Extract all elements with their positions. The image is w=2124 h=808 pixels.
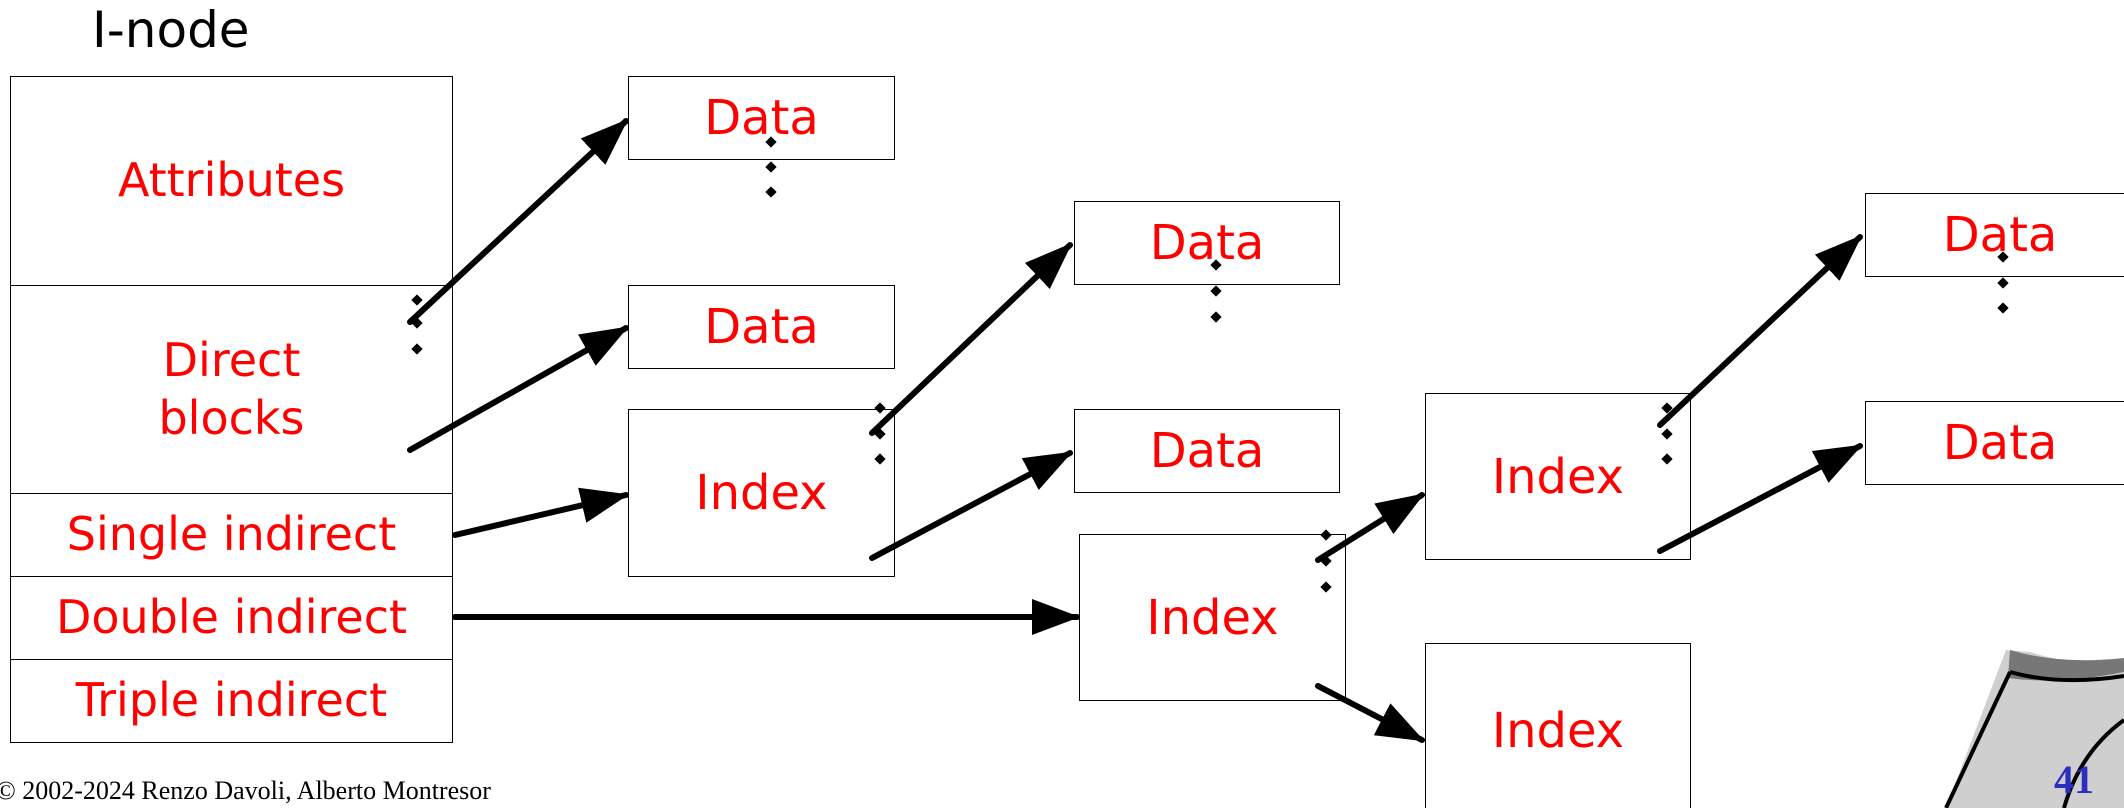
pointer-arrow bbox=[1657, 234, 1863, 428]
pointer-arrow bbox=[407, 118, 629, 325]
pointer-arrow bbox=[407, 325, 629, 453]
ellipsis-dots bbox=[1997, 251, 2009, 314]
pointer-arrow bbox=[869, 450, 1073, 561]
ellipsis-dots bbox=[1210, 259, 1222, 323]
copyright-footer: © 2002-2024 Renzo Davoli, Alberto Montre… bbox=[0, 776, 491, 805]
pointer-arrow bbox=[1315, 492, 1425, 563]
ellipsis-dots bbox=[411, 294, 423, 355]
index-block: Index bbox=[1425, 393, 1691, 560]
data-block: Data bbox=[1865, 193, 2124, 277]
page-number: 41 bbox=[2054, 757, 2094, 802]
pointer-arrow bbox=[1657, 443, 1863, 554]
ellipsis-dots bbox=[765, 136, 777, 198]
ellipsis-dots bbox=[874, 402, 886, 465]
inode-attributes-cell: Attributes bbox=[10, 76, 453, 286]
index-block: Index bbox=[1425, 643, 1691, 808]
pointer-arrow bbox=[1315, 683, 1425, 743]
diagram-title: I-node bbox=[92, 1, 250, 59]
data-block: Data bbox=[628, 76, 895, 160]
ellipsis-dots bbox=[1661, 402, 1673, 465]
data-block: Data bbox=[628, 285, 895, 369]
data-block: Data bbox=[1074, 201, 1340, 285]
inode-direct-blocks-cell: Direct blocks bbox=[10, 285, 453, 494]
data-block: Data bbox=[1865, 401, 2124, 485]
pointer-arrow bbox=[452, 487, 629, 538]
inode-double-indirect-cell: Double indirect bbox=[10, 576, 453, 660]
index-block: Index bbox=[628, 409, 895, 577]
inode-triple-indirect-cell: Triple indirect bbox=[10, 659, 453, 743]
pointer-arrow bbox=[869, 242, 1073, 436]
page-curl-decoration bbox=[1944, 650, 2124, 808]
data-block: Data bbox=[1074, 409, 1340, 493]
ellipsis-dots bbox=[1320, 529, 1332, 593]
